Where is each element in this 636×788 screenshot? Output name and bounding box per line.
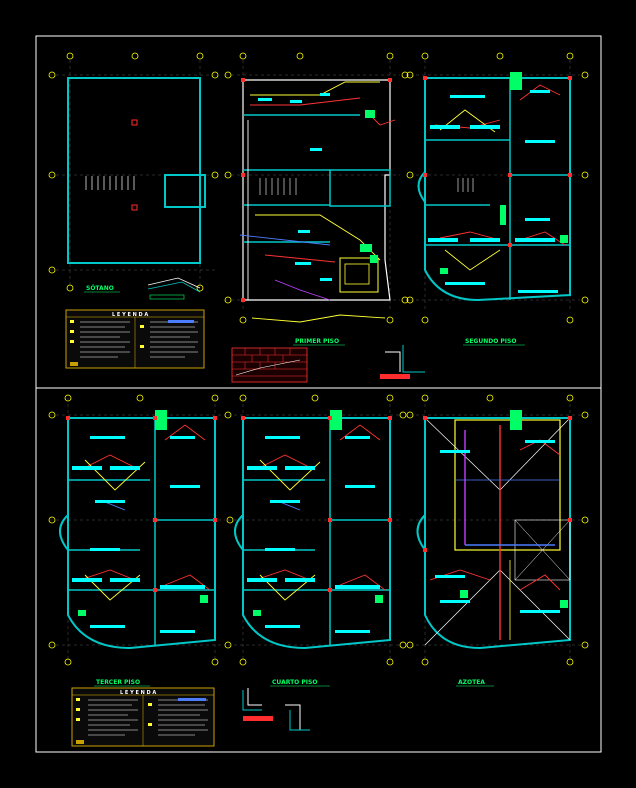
- legend-title-bottom: L E Y E N D A: [120, 690, 156, 696]
- sheet-frame: [35, 35, 602, 753]
- primer-walls-outer: [242, 79, 391, 301]
- panel-detail-top: [380, 345, 425, 379]
- plan-primer-piso: PRIMER PISO: [224, 52, 409, 346]
- plan-segundo-piso: SEGUNDO PISO: [406, 52, 589, 346]
- brick-detail: [231, 347, 308, 383]
- basement-walls: [67, 77, 201, 264]
- plan-title-sotano: SÓTANO: [86, 285, 114, 292]
- legend-bottom: L E Y E N D A: [71, 687, 215, 747]
- panel-detail-bottom: [242, 688, 310, 731]
- axis-grid: [50, 60, 215, 285]
- legend-top: L E Y E N D A: [65, 309, 205, 369]
- primer-circuits: [239, 81, 396, 323]
- plan-title-cuarto: CUARTO PISO: [272, 679, 317, 686]
- plan-tercer-piso: TERCER PISO: [48, 394, 232, 687]
- ramp-detail: [147, 277, 201, 300]
- plan-cuarto-piso: CUARTO PISO: [226, 394, 407, 687]
- basement-ramp: [164, 174, 206, 208]
- plan-title-primer: PRIMER PISO: [295, 338, 339, 345]
- plan-azotea: AZOTEA: [406, 394, 589, 687]
- columns: [66, 76, 572, 592]
- plan-title-segundo: SEGUNDO PISO: [465, 338, 516, 345]
- plan-sotano: SÓTANO: [48, 52, 219, 293]
- basement-stairs: [85, 176, 135, 190]
- plan-title-azotea: AZOTEA: [458, 679, 485, 686]
- legend-title-top: L E Y E N D A: [112, 312, 148, 318]
- plan-title-tercer: TERCER PISO: [96, 679, 140, 686]
- axis-bubbles: [48, 52, 219, 292]
